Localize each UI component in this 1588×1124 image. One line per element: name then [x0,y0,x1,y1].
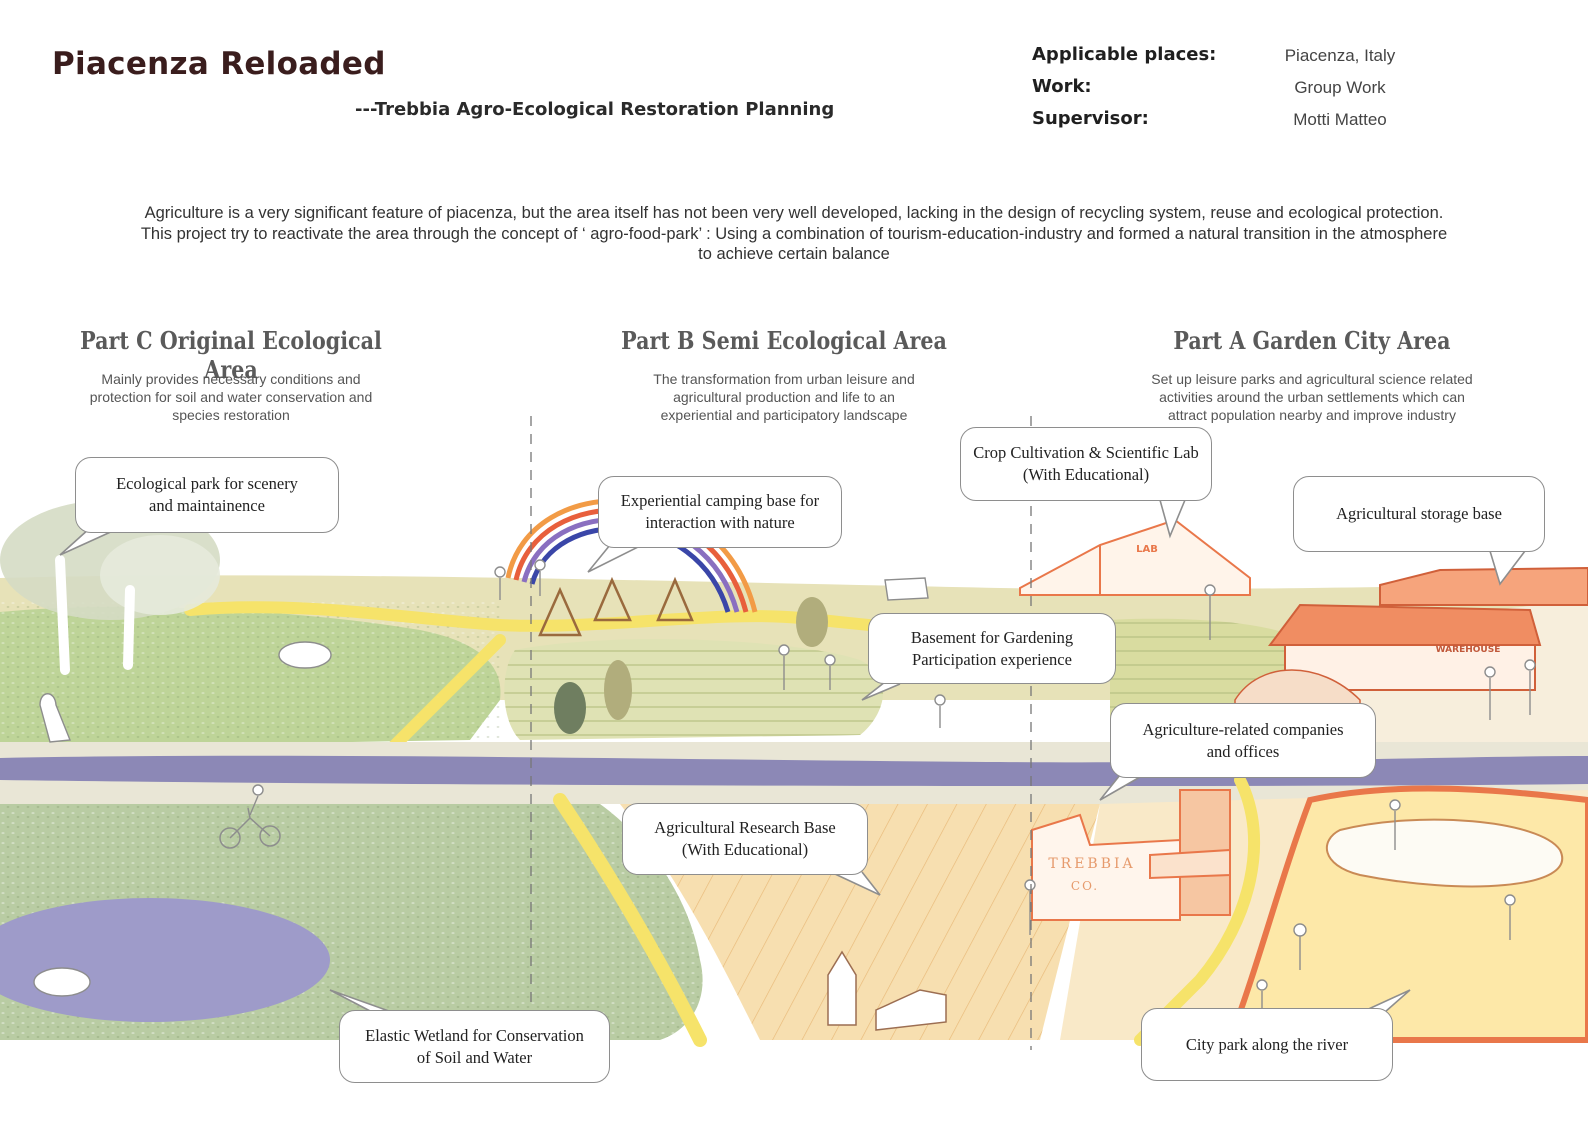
intro-line: Agriculture is a very significant featur… [144,204,1444,222]
intro-line: to achieve certain balance [698,245,890,263]
callout-line: Participation experience [912,649,1072,669]
meta-label-places: Applicable places: [1032,44,1217,65]
tree-canopy-2 [100,535,220,615]
park-pond [1325,818,1564,888]
tree-olive [604,660,632,720]
callout-line: Agriculture-related companies [1142,719,1344,739]
yellow-path-lower [553,793,707,1047]
tree-trunks [55,555,135,675]
warehouse-sign: WAREHOUSE [1436,645,1501,655]
callout-line: Basement for Gardening [910,627,1074,647]
zone-separators [530,416,1032,1050]
part-a-description: Set up leisure parks and agricultural sc… [1122,370,1502,424]
callout-line: interaction with nature [645,513,795,532]
intro-paragraph: Agriculture is a very significant featur… [60,203,1528,265]
callout-line: (With Educational) [681,840,809,859]
part-c-description: Mainly provides necessary conditions and… [41,370,421,424]
callout-tails [59,499,1526,1016]
part-b-desc-line: agricultural production and life to an [673,389,895,405]
meta-value-supervisor: Motti Matteo [1293,110,1387,129]
part-b-description: The transformation from urban leisure an… [594,370,974,424]
meta-label-supervisor: Supervisor: [1032,108,1149,129]
callout-crop-lab: Crop Cultivation & Scientific Lab (With … [960,427,1212,501]
callout-gardening-basement: Basement for Gardening Participation exp… [868,613,1116,684]
small-houses [827,950,947,1031]
part-c-desc-line: protection for soil and water conservati… [89,389,373,405]
callout-line: and offices [1206,741,1280,761]
callout-research-base: Agricultural Research Base (With Educati… [622,803,868,875]
lab-building [1019,518,1251,596]
meta-value-places: Piacenza, Italy [1284,46,1396,65]
page-title: Piacenza Reloaded [52,46,386,82]
part-b-desc-line: experiential and participatory landscape [660,407,908,423]
trebbia-sign: TREBBIA [1048,856,1135,872]
tents [538,576,694,637]
callout-line: and maintainence [149,496,265,515]
callout-line: Agricultural storage base [1336,504,1502,523]
part-a-desc-line: activities around the urban settlements … [1159,389,1465,405]
animals [33,577,929,997]
callout-companies-offices: Agriculture-related companies and office… [1110,703,1376,778]
callout-line: Crop Cultivation & Scientific Lab [973,443,1199,462]
meta-value-work: Group Work [1294,78,1386,97]
part-b-desc-line: The transformation from urban leisure an… [653,371,915,387]
part-a-desc-line: attract population nearby and improve in… [1168,407,1456,423]
trebbia-building [1031,789,1231,921]
callout-elastic-wetland: Elastic Wetland for Conservation of Soil… [339,1010,610,1083]
lab-sign: LAB [1136,544,1158,555]
part-a-title: Part A Garden City Area [1173,326,1451,355]
intro-line: This project try to reactivate the area … [140,224,1448,243]
callout-city-park: City park along the river [1141,1008,1393,1081]
callout-line: City park along the river [1185,1034,1349,1054]
tree-olive-2 [796,597,828,647]
callout-line: (With Educational) [1022,465,1150,484]
trebbia-sign-sub: CO. [1071,879,1099,893]
part-c-desc-line: Mainly provides necessary conditions and [101,371,361,387]
part-c-desc-line: species restoration [172,407,290,423]
part-a-desc-line: Set up leisure parks and agricultural sc… [1151,371,1473,387]
callout-line: Experiential camping base for [620,491,820,510]
callout-storage-base: Agricultural storage base [1293,476,1545,552]
part-b-title: Part B Semi Ecological Area [621,326,947,355]
callout-camping-base: Experiential camping base for interactio… [598,476,842,548]
people-figures [249,559,1536,1008]
part-c-title: Part C Original Ecological Area [80,326,382,384]
callout-line: Ecological park for scenery [116,474,298,493]
tree-dark [554,682,586,734]
page-subtitle: ---Trebbia Agro-Ecological Restoration P… [355,99,835,120]
meta-label-work: Work: [1032,76,1092,97]
callout-line: of Soil and Water [416,1047,533,1067]
bicycle [219,807,281,849]
callout-line: Elastic Wetland for Conservation [365,1025,584,1045]
callout-ecological-park: Ecological park for scenery and maintain… [75,457,339,533]
callout-line: Agricultural Research Base [654,818,836,837]
